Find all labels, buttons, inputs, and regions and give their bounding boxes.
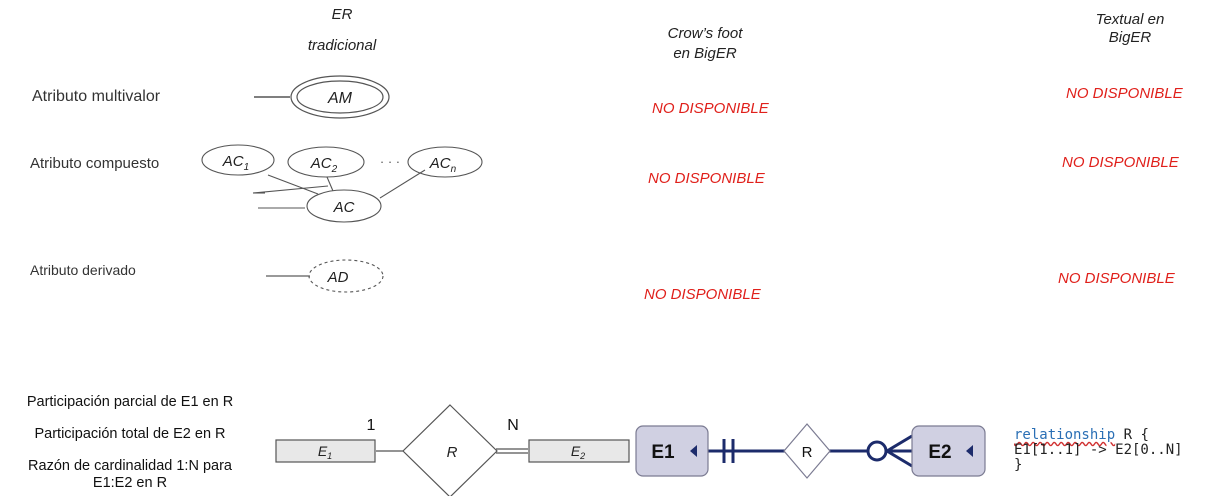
header-textual-line1: Textual en xyxy=(1095,11,1165,28)
not-available-crows-multivalor: NO DISPONIBLE xyxy=(652,100,769,117)
am-label: AM xyxy=(327,90,353,107)
ac-label: AC xyxy=(333,199,355,216)
r-traditional-label: R xyxy=(447,444,458,461)
header-crows-line2: en BigER xyxy=(673,45,737,62)
not-available-textual-multivalor: NO DISPONIBLE xyxy=(1066,85,1183,102)
code-line3: } xyxy=(1014,457,1023,473)
cardinality-n: N xyxy=(507,417,519,434)
ellipsis-mark: · · · xyxy=(380,154,400,169)
label-razon-cardinalidad-1: Razón de cardinalidad 1:N para xyxy=(28,458,232,474)
composite-attribute: AC1 AC2 · · · ACn AC xyxy=(201,144,483,223)
row-label-derivado: Atributo derivado xyxy=(30,262,136,278)
not-available-textual-derivado: NO DISPONIBLE xyxy=(1058,270,1175,287)
e1-crows-label: E1 xyxy=(651,442,675,463)
derived-attribute: AD xyxy=(266,259,384,293)
acn-label: ACn xyxy=(429,155,457,175)
code-line2: E1[1..1] -> E2[0..N] xyxy=(1014,442,1183,458)
e1-collapse-icon xyxy=(690,445,697,457)
label-participacion-total: Participación total de E2 en R xyxy=(34,426,226,442)
code-keyword: relationship xyxy=(1014,427,1116,443)
ac1-label: AC1 xyxy=(222,153,249,173)
ac1-ellipse xyxy=(201,144,275,176)
not-available-crows-compuesto: NO DISPONIBLE xyxy=(648,170,765,187)
code-line1-rest: R { xyxy=(1115,427,1149,443)
entity-e1-traditional xyxy=(275,439,376,463)
derived-ellipse xyxy=(308,259,384,293)
not-available-crows-derivado: NO DISPONIBLE xyxy=(644,286,761,303)
e2-crows-label: E2 xyxy=(928,442,951,463)
textual-code-block: relationship R { E1[1..1] -> E2[0..N] } xyxy=(1014,428,1183,473)
header-crows-line1: Crow’s foot xyxy=(667,25,743,42)
ac2-ellipse xyxy=(287,146,365,178)
e2-traditional-label: E2 xyxy=(571,443,585,461)
multivalued-outer-ellipse xyxy=(290,75,390,119)
label-razon-cardinalidad-2: E1:E2 en R xyxy=(92,475,168,491)
e1-traditional-label: E1 xyxy=(318,443,332,461)
crow-foot-upper xyxy=(886,434,913,453)
zero-circle-mark xyxy=(866,440,888,462)
crows-foot-relationship: E1 R E2 xyxy=(635,423,986,479)
row-label-compuesto: Atributo compuesto xyxy=(30,155,160,172)
header-er-line1: ER xyxy=(331,6,353,23)
header-textual-line2: BigER xyxy=(1108,29,1152,46)
multivalued-inner-ellipse xyxy=(296,80,384,114)
multivalued-attribute: AM xyxy=(254,75,390,119)
relationship-r-crows xyxy=(783,423,831,479)
header-er-line2: tradicional xyxy=(307,37,377,54)
traditional-relationship: E1 R E2 1 N xyxy=(275,404,630,496)
cardinality-1: 1 xyxy=(367,417,376,434)
ac2-label: AC2 xyxy=(310,155,338,175)
ad-label: AD xyxy=(327,269,349,286)
crow-foot-lower xyxy=(886,449,913,468)
ac-ellipse xyxy=(306,189,382,223)
label-participacion-parcial: Participación parcial de E1 en R xyxy=(26,394,234,410)
entity-e2-traditional xyxy=(528,439,630,463)
e2-collapse-icon xyxy=(966,445,973,457)
entity-e2-crows xyxy=(911,425,986,477)
relationship-r-traditional xyxy=(402,404,498,496)
entity-e1-crows xyxy=(635,425,709,477)
r-crows-label: R xyxy=(802,444,813,461)
row-label-multivalor: Atributo multivalor xyxy=(32,88,161,105)
not-available-textual-compuesto: NO DISPONIBLE xyxy=(1062,154,1179,171)
acn-ellipse xyxy=(407,146,483,178)
